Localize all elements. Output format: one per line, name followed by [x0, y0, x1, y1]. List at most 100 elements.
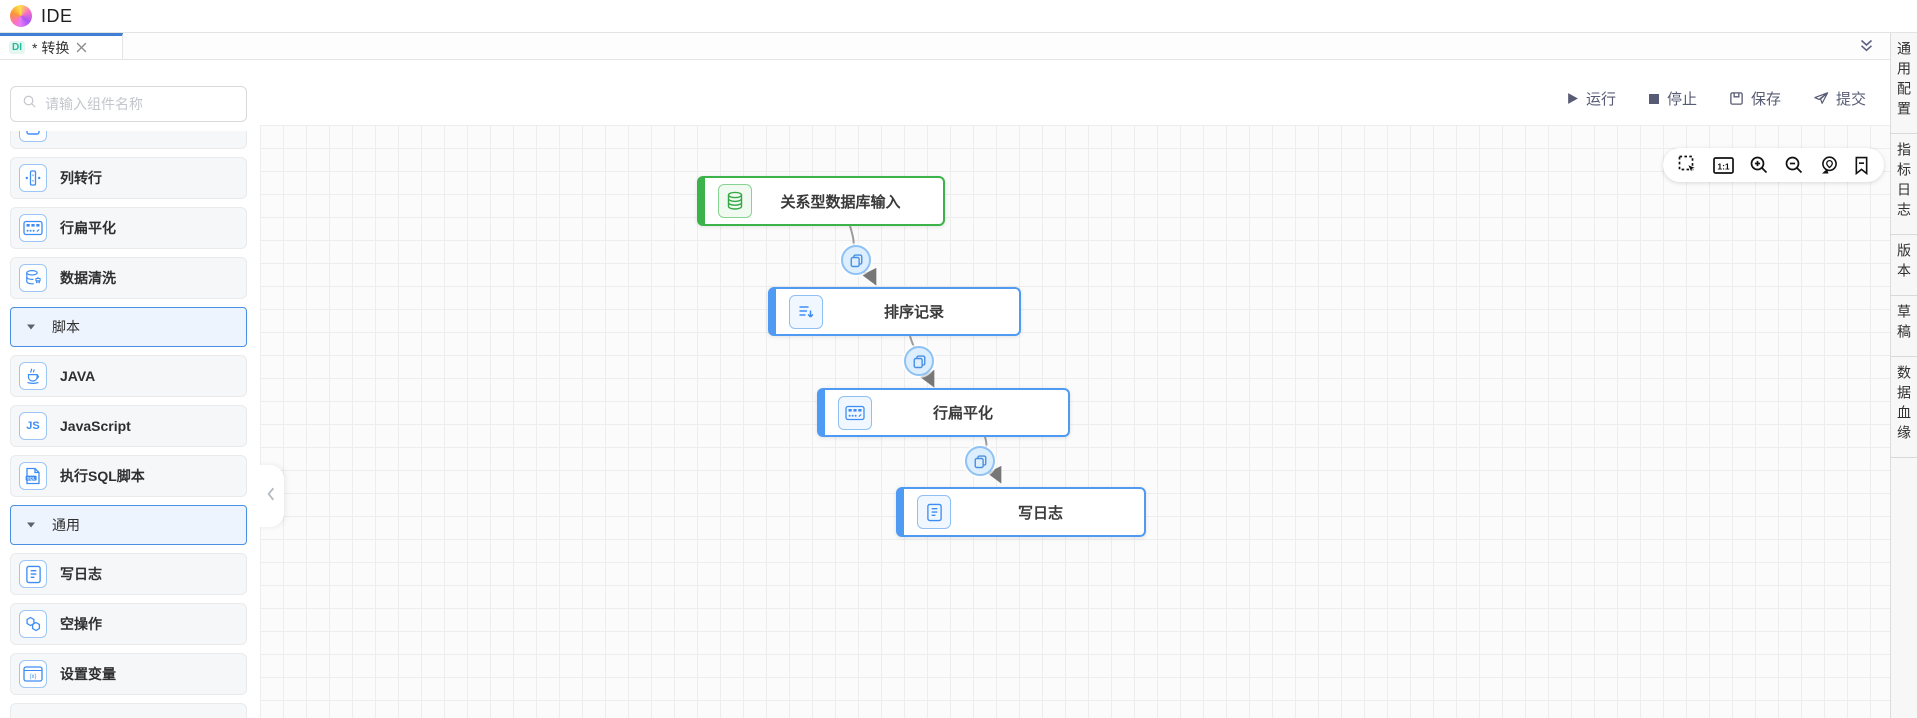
action-label: 停止 [1666, 91, 1697, 108]
component-item-no-op[interactable]: 空操作 [10, 603, 247, 645]
flatten-icon [19, 214, 47, 242]
component-label: JAVA [60, 368, 96, 384]
edge-hop-sort-records-to-row-flatten[interactable] [904, 346, 934, 376]
canvas-action-bar-row: 运行 停止 保存 提交 [260, 60, 1890, 125]
app-logo-icon [10, 5, 32, 27]
component-item-javascript[interactable]: JS JavaScript [10, 405, 247, 447]
right-panel-tabs: 通用配置指标日志版本草稿数据血缘 [1890, 33, 1917, 718]
edge-hop-row-flatten-to-write-log[interactable] [965, 446, 995, 476]
stop-icon [1648, 93, 1660, 105]
component-label: 行扁平化 [60, 220, 116, 236]
right-tab-version[interactable]: 版本 [1891, 235, 1917, 296]
component-item-write-log[interactable]: 写日志 [10, 553, 247, 595]
edge-hop-relational-db-input-to-sort-records[interactable] [841, 245, 871, 275]
grid-icon [19, 131, 47, 142]
right-tab-metric-log[interactable]: 指标日志 [1891, 134, 1917, 235]
svg-text:SQL: SQL [27, 475, 36, 480]
sidebar-section-script[interactable]: 脚本 [10, 307, 247, 347]
right-tab-general-config[interactable]: 通用配置 [1891, 33, 1917, 134]
component-label: 列转行 [60, 170, 102, 186]
marquee-select-icon[interactable] [1678, 155, 1698, 175]
submit-button[interactable]: 提交 [1813, 88, 1866, 109]
flow-node-row-flatten[interactable]: 行扁平化 [817, 388, 1070, 437]
action-label: 保存 [1750, 91, 1781, 108]
log-icon [19, 560, 47, 588]
sidebar-section-common[interactable]: 通用 [10, 505, 247, 545]
app-header: IDE [0, 0, 1917, 33]
component-item-set-var[interactable]: (x) 设置变量 [10, 653, 247, 695]
double-chevron-down-icon[interactable] [1859, 39, 1874, 53]
node-label: 行扁平化 [932, 405, 993, 422]
component-label: JavaScript [60, 418, 131, 434]
right-tab-label: 指标日志 [1896, 142, 1912, 222]
save-icon [1729, 91, 1744, 106]
component-search[interactable] [10, 86, 247, 122]
zoom-out-icon[interactable] [1784, 155, 1804, 175]
action-label: 运行 [1585, 91, 1616, 108]
copy-icon [912, 354, 927, 369]
node-label: 写日志 [1017, 504, 1063, 522]
play-icon [1566, 92, 1579, 105]
right-tab-label: 版本 [1896, 243, 1912, 283]
node-label: 关系型数据库输入 [780, 193, 901, 211]
svg-text:(x): (x) [30, 674, 37, 680]
sql-icon: SQL [19, 462, 47, 490]
component-label: 设置变量 [60, 666, 116, 682]
search-icon [22, 94, 37, 114]
tab-close-icon[interactable] [76, 42, 87, 53]
tab-type-badge: DI [9, 41, 25, 54]
sidebar-collapse-handle[interactable] [260, 465, 284, 527]
component-label: 空操作 [60, 616, 102, 632]
setvar-icon: (x) [19, 660, 47, 688]
right-tab-draft[interactable]: 草稿 [1891, 296, 1917, 357]
caret-down-icon [26, 318, 36, 336]
search-input[interactable] [45, 96, 235, 112]
svg-text:1:1: 1:1 [1717, 161, 1730, 171]
clean-icon [19, 264, 47, 292]
java-icon [19, 362, 47, 390]
action-bar: 运行 停止 保存 提交 [1566, 88, 1866, 109]
component-item-col-to-row[interactable]: 列转行 [10, 157, 247, 199]
component-item-data-clean[interactable]: 数据清洗 [10, 257, 247, 299]
right-tab-label: 数据血缘 [1896, 365, 1912, 445]
action-label: 提交 [1835, 91, 1866, 108]
component-item-clipped-top[interactable] [10, 131, 247, 149]
component-label: 写日志 [60, 566, 102, 582]
log-icon [917, 495, 951, 529]
js-icon: JS [19, 412, 47, 440]
zoom-in-icon[interactable] [1749, 155, 1769, 175]
edge-layer [849, 225, 1002, 484]
component-item-java[interactable]: JAVA [10, 355, 247, 397]
col-to-row-icon [19, 164, 47, 192]
actual-size-icon[interactable]: 1:1 [1713, 156, 1734, 174]
save-button[interactable]: 保存 [1729, 88, 1781, 109]
component-label: 执行SQL脚本 [60, 468, 145, 484]
flow-node-relational-db-input[interactable]: 关系型数据库输入 [697, 176, 945, 226]
node-label: 排序记录 [883, 304, 944, 321]
flatten-icon [838, 395, 872, 430]
canvas-toolbar: 1:1 [1663, 148, 1884, 182]
component-item-row-flatten[interactable]: 行扁平化 [10, 207, 247, 249]
flow-node-write-log[interactable]: 写日志 [896, 487, 1146, 537]
copy-icon [973, 454, 988, 469]
send-icon [1813, 91, 1829, 107]
stop-button[interactable]: 停止 [1648, 88, 1697, 109]
component-item-clipped-bottom[interactable] [10, 703, 247, 718]
flow-canvas[interactable]: 1:1 关系型数据库输入排序记录行扁平化写日志 [260, 125, 1890, 718]
component-item-exec-sql[interactable]: SQL 执行SQL脚本 [10, 455, 247, 497]
copy-icon [849, 253, 864, 268]
locate-icon[interactable] [1819, 155, 1839, 175]
noop-icon [19, 610, 47, 638]
right-tab-data-lineage[interactable]: 数据血缘 [1891, 357, 1917, 458]
tab-bar: DI * 转换 [0, 33, 1890, 60]
bookmark-icon[interactable] [1854, 156, 1869, 175]
sort-icon [789, 294, 823, 329]
run-button[interactable]: 运行 [1566, 88, 1616, 109]
tab-transform[interactable]: DI * 转换 [0, 33, 123, 59]
right-tab-label: 通用配置 [1896, 41, 1912, 121]
section-label: 通用 [52, 517, 80, 533]
right-tab-label: 草稿 [1896, 304, 1912, 344]
flow-node-sort-records[interactable]: 排序记录 [768, 287, 1021, 336]
